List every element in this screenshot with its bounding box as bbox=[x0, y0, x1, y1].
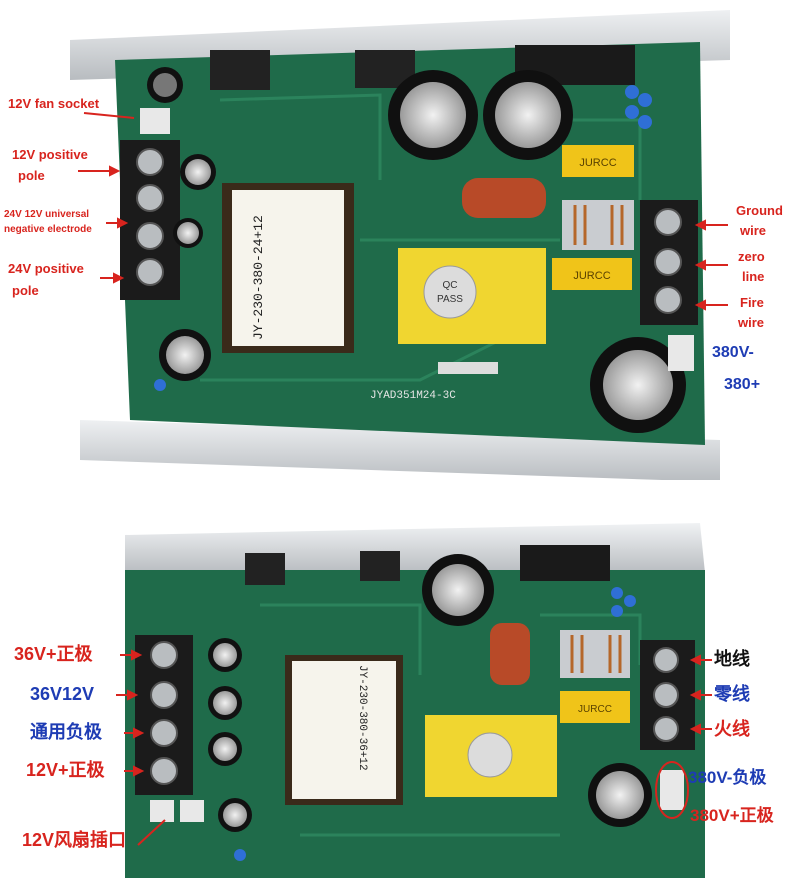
380v-socket-highlight bbox=[655, 761, 689, 819]
label-380v-positive: 380+ bbox=[724, 376, 761, 393]
380v-socket bbox=[660, 770, 684, 810]
relay bbox=[562, 145, 634, 177]
label-12v-fan-socket: 12V fan socket bbox=[8, 96, 100, 111]
label-zero-line: 零线 bbox=[714, 684, 750, 704]
transformer-code: JY-230-380-24+12 bbox=[251, 215, 266, 340]
label-ground-line2: wire bbox=[740, 223, 767, 238]
relay-text: JURCC bbox=[573, 270, 610, 282]
heatsink-top bbox=[125, 523, 705, 577]
fan-socket bbox=[140, 108, 170, 134]
relay bbox=[560, 691, 630, 723]
label-ground-line1: Ground bbox=[736, 203, 783, 218]
label-12v-positive-line2: pole bbox=[18, 168, 45, 183]
photo-board-top: JURCC JURCC JY-230-380-24+12 QC PASS JYA… bbox=[70, 10, 730, 480]
fan-socket bbox=[150, 800, 174, 822]
label-380v-positive: 380V+正极 bbox=[690, 806, 774, 825]
label-24v-positive-line1: 24V positive bbox=[8, 261, 84, 276]
film-capacitor bbox=[490, 623, 530, 685]
relay-text: JURCC bbox=[578, 704, 612, 715]
label-zero-line2: line bbox=[742, 269, 765, 284]
pass-sticker-text: PASS bbox=[437, 294, 463, 305]
label-12v-positive: 12V+正极 bbox=[26, 760, 105, 780]
380v-socket bbox=[668, 335, 694, 371]
label-380v-negative: 380V-负极 bbox=[688, 768, 767, 787]
pcb bbox=[125, 570, 705, 878]
transformer-label bbox=[292, 661, 396, 799]
label-380v-negative: 380V- bbox=[712, 344, 754, 361]
label-12v-positive-line1: 12V positive bbox=[12, 147, 88, 162]
label-universal-negative-line1: 24V 12V universal bbox=[4, 209, 90, 220]
label-common-negative: 通用负极 bbox=[30, 722, 102, 742]
board-top-illustration: JURCC JURCC JY-230-380-24+12 QC PASS JYA… bbox=[70, 10, 730, 480]
qc-sticker-text: QC bbox=[443, 280, 458, 291]
label-ground-wire: 地线 bbox=[714, 649, 750, 669]
transformer-code: JY-230-380-36+12 bbox=[356, 665, 368, 771]
label-12v-fan-socket: 12V风扇插口 bbox=[22, 830, 127, 850]
label-36v12v: 36V12V bbox=[30, 684, 95, 704]
label-fire-line2: wire bbox=[738, 315, 765, 330]
relay-text: JURCC bbox=[579, 157, 616, 169]
label-36v-positive: 36V+正极 bbox=[14, 644, 93, 664]
label-fire-line1: Fire bbox=[740, 295, 764, 310]
board-bottom-illustration: JURCC JY-230-380-36+12 bbox=[116, 523, 712, 878]
film-capacitor bbox=[462, 178, 546, 218]
photo-board-bottom: JURCC JY-230-380-36+12 bbox=[0, 515, 800, 878]
label-zero-line1: zero bbox=[738, 249, 765, 264]
board-code: JYAD351M24-3C bbox=[370, 390, 456, 402]
label-24v-positive-line2: pole bbox=[12, 283, 39, 298]
transformer-label bbox=[232, 190, 344, 346]
relay bbox=[552, 258, 632, 290]
label-fire-wire: 火线 bbox=[714, 719, 750, 739]
label-universal-negative-line2: negative electrode bbox=[4, 224, 92, 235]
transistor bbox=[210, 50, 270, 90]
